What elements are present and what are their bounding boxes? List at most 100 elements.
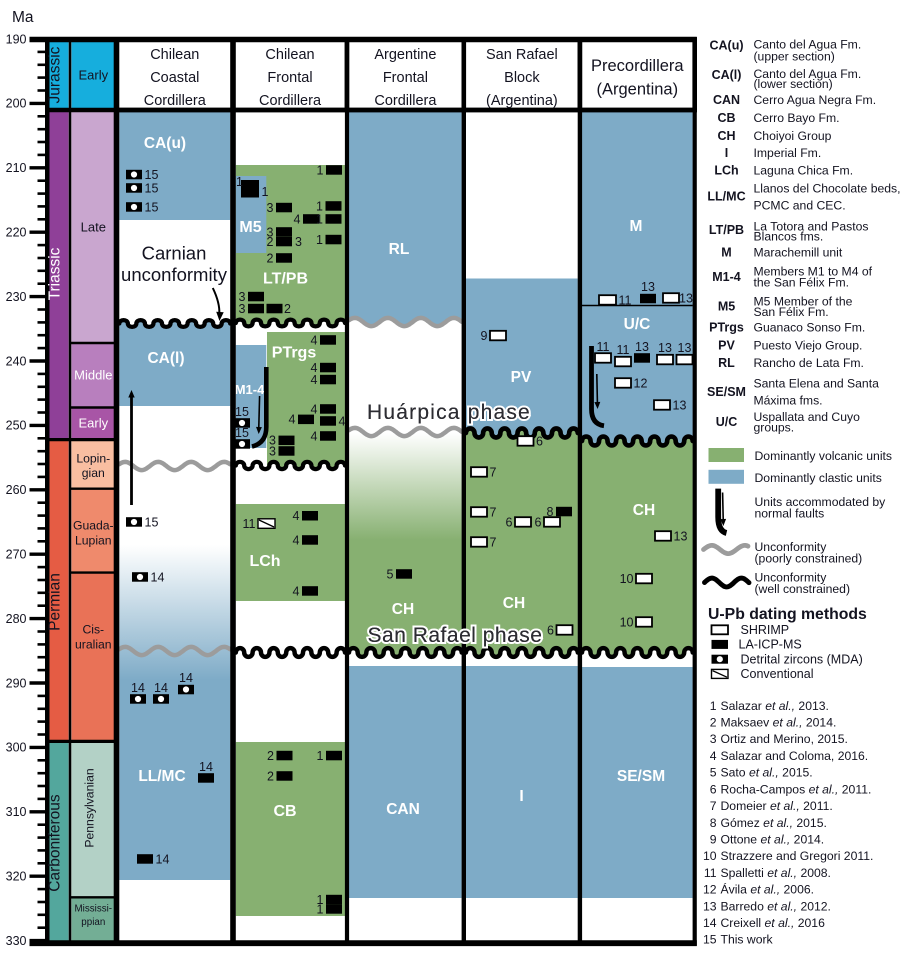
svg-text:11: 11 [243, 517, 256, 531]
svg-text:210: 210 [6, 161, 27, 175]
svg-text:Guada-: Guada- [73, 519, 114, 533]
svg-text:3: 3 [267, 201, 274, 215]
svg-text:6: 6 [547, 623, 554, 637]
svg-text:CAN: CAN [386, 801, 420, 818]
svg-text:Barredo et al., 2012.: Barredo et al., 2012. [721, 899, 831, 913]
svg-text:4: 4 [293, 584, 300, 598]
svg-text:Canto del Agua Fm.: Canto del Agua Fm. [754, 38, 862, 52]
svg-text:CA(l): CA(l) [712, 68, 742, 82]
svg-text:13: 13 [674, 529, 688, 543]
svg-text:15: 15 [235, 405, 249, 419]
svg-text:220: 220 [6, 226, 27, 240]
svg-text:Domeier et al., 2011.: Domeier et al., 2011. [721, 799, 833, 813]
svg-text:normal faults: normal faults [755, 507, 825, 521]
svg-text:280: 280 [6, 612, 27, 626]
svg-text:3: 3 [295, 235, 302, 249]
svg-text:310: 310 [6, 805, 27, 819]
svg-text:4: 4 [311, 402, 318, 416]
svg-text:Marachemill unit: Marachemill unit [754, 245, 843, 259]
svg-text:Spalletti et al., 2008.: Spalletti et al., 2008. [721, 866, 831, 880]
svg-text:(poorly constrained): (poorly constrained) [755, 552, 863, 566]
svg-text:Uspallata and Cuyo: Uspallata and Cuyo [754, 410, 861, 424]
svg-text:Huárpica phase: Huárpica phase [367, 401, 531, 424]
svg-text:M1-4: M1-4 [235, 382, 265, 397]
svg-text:Jurassic: Jurassic [47, 46, 64, 103]
svg-text:12: 12 [634, 376, 648, 390]
svg-text:9: 9 [710, 833, 717, 847]
svg-text:(Argentina): (Argentina) [486, 93, 558, 109]
svg-text:2: 2 [267, 235, 274, 249]
svg-text:the San Félix Fm.: the San Félix Fm. [754, 275, 850, 289]
svg-text:Canto del Agua Fm.: Canto del Agua Fm. [754, 67, 862, 81]
svg-text:PTrgs: PTrgs [272, 345, 317, 362]
svg-text:1: 1 [317, 163, 324, 177]
svg-text:Coastal: Coastal [150, 70, 199, 86]
svg-text:Blancos fms.: Blancos fms. [754, 230, 824, 244]
svg-text:Cordillera: Cordillera [144, 93, 207, 109]
svg-text:U/C: U/C [624, 316, 651, 333]
svg-text:San Rafael: San Rafael [486, 47, 558, 63]
svg-text:3: 3 [269, 434, 276, 448]
svg-text:14: 14 [703, 916, 717, 930]
svg-text:15: 15 [145, 515, 159, 529]
svg-text:I: I [519, 788, 523, 805]
svg-text:CH: CH [392, 601, 414, 618]
svg-text:(lower section): (lower section) [754, 77, 833, 91]
svg-text:(Argentina): (Argentina) [596, 81, 678, 99]
svg-text:LT/PB: LT/PB [709, 223, 744, 237]
svg-text:CA(l): CA(l) [147, 350, 184, 367]
svg-text:3: 3 [239, 290, 246, 304]
svg-text:14: 14 [156, 852, 170, 866]
svg-text:3: 3 [267, 225, 274, 239]
svg-text:CA(u): CA(u) [144, 135, 186, 152]
svg-text:13: 13 [679, 291, 693, 305]
svg-text:Lupian: Lupian [75, 533, 112, 547]
svg-text:1: 1 [316, 233, 323, 247]
svg-text:SHRIMP: SHRIMP [741, 623, 790, 637]
svg-text:7: 7 [490, 505, 497, 519]
svg-text:Unconformity: Unconformity [755, 540, 828, 554]
svg-text:Santa Elena and Santa: Santa Elena and Santa [754, 376, 880, 390]
svg-text:Dominantly clastic units: Dominantly clastic units [755, 471, 882, 485]
svg-text:Choiyoi Group: Choiyoi Group [754, 129, 832, 143]
svg-text:LL/MC: LL/MC [707, 190, 745, 204]
svg-text:La Totora and Pastos: La Totora and Pastos [754, 219, 869, 233]
svg-text:5: 5 [710, 766, 717, 780]
svg-text:4: 4 [311, 361, 318, 375]
svg-text:250: 250 [6, 419, 27, 433]
svg-text:14: 14 [199, 760, 213, 774]
svg-text:Laguna Chica Fm.: Laguna Chica Fm. [754, 164, 854, 178]
svg-text:1: 1 [317, 893, 324, 907]
svg-text:15: 15 [145, 181, 159, 195]
svg-text:Conventional: Conventional [741, 667, 814, 681]
svg-text:13: 13 [678, 341, 692, 355]
svg-text:M: M [630, 218, 643, 235]
svg-text:CH: CH [503, 595, 525, 612]
svg-text:Detrital zircons (MDA): Detrital zircons (MDA) [741, 652, 863, 666]
svg-text:This work: This work [721, 933, 774, 947]
svg-text:Unconformity: Unconformity [755, 571, 828, 585]
svg-text:15: 15 [145, 168, 159, 182]
svg-text:8: 8 [547, 505, 554, 519]
svg-text:4: 4 [339, 414, 346, 428]
svg-text:1: 1 [316, 199, 323, 213]
svg-text:Ma: Ma [12, 9, 34, 26]
svg-text:13: 13 [635, 340, 649, 354]
svg-text:200: 200 [6, 97, 27, 111]
svg-text:Salazar and Coloma, 2016.: Salazar and Coloma, 2016. [721, 749, 869, 763]
svg-text:230: 230 [6, 290, 27, 304]
svg-text:12: 12 [703, 883, 717, 897]
svg-text:1: 1 [262, 185, 269, 199]
svg-text:LCh: LCh [714, 164, 738, 178]
svg-text:CH: CH [717, 129, 735, 143]
svg-text:Cerro Bayo Fm.: Cerro Bayo Fm. [754, 111, 840, 125]
svg-text:Mississi-: Mississi- [75, 904, 113, 915]
svg-text:Puesto Viejo Group.: Puesto Viejo Group. [754, 339, 863, 353]
svg-text:Precordillera: Precordillera [591, 57, 684, 75]
svg-text:270: 270 [6, 548, 27, 562]
svg-text:11: 11 [617, 343, 630, 357]
svg-text:330: 330 [6, 934, 27, 948]
svg-text:Gómez et al., 2015.: Gómez et al., 2015. [721, 816, 827, 830]
svg-text:Cis-: Cis- [82, 623, 104, 637]
svg-text:Llanos del Chocolate beds,: Llanos del Chocolate beds, [754, 181, 901, 195]
